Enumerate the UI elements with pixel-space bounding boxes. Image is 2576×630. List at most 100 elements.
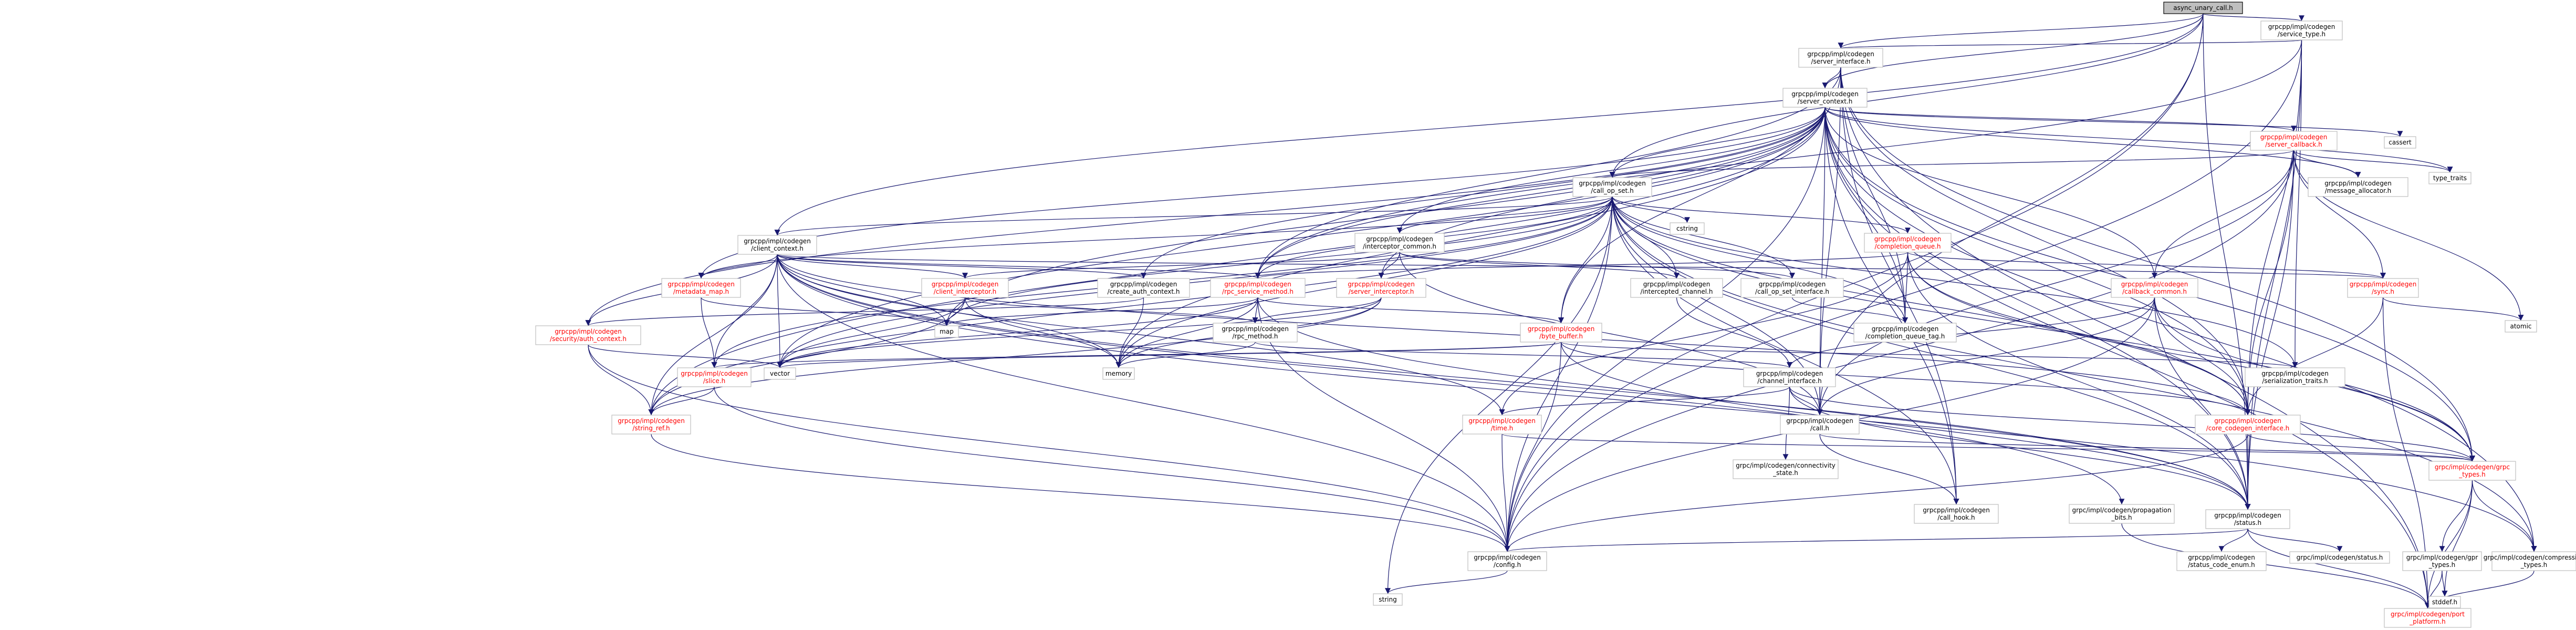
node-intercepted-channel[interactable]: grpcpp/impl/codegen/intercepted_channel.… — [1630, 278, 1723, 298]
node-label-line: grpcpp/impl/codegen — [668, 281, 735, 288]
node-cassert[interactable]: cassert — [2384, 136, 2416, 149]
node-rpc-service-method[interactable]: grpcpp/impl/codegen/rpc_service_method.h — [1210, 278, 1306, 298]
edge-call_op_set-to-serialization_traits — [1612, 196, 2298, 368]
node-stddef[interactable]: stddef.h — [2428, 596, 2461, 608]
node-label-line: grpcpp/impl/codegen — [618, 417, 685, 425]
node-security-auth-context[interactable]: grpcpp/impl/codegen/security/auth_contex… — [535, 325, 641, 345]
node-metadata-map[interactable]: grpcpp/impl/codegen/metadata_map.h — [661, 278, 741, 298]
node-rpc-method[interactable]: grpcpp/impl/codegen/rpc_method.h — [1213, 323, 1298, 343]
node-completion-queue[interactable]: grpcpp/impl/codegen/completion_queue.h — [1864, 233, 1952, 253]
node-label-line: /server_interface.h — [1811, 58, 1871, 65]
node-label-line: /service_type.h — [2278, 30, 2325, 38]
node-interceptor-common[interactable]: grpcpp/impl/codegen/interceptor_common.h — [1354, 233, 1445, 253]
node-label-line: /sync.h — [2372, 288, 2394, 295]
node-grpc-status[interactable]: grpc/impl/codegen/status.h — [2289, 551, 2390, 564]
node-status[interactable]: grpcpp/impl/codegen/status.h — [2205, 509, 2290, 529]
node-string[interactable]: string — [1373, 593, 1403, 606]
node-label-line: grpcpp/impl/codegen — [2268, 23, 2335, 30]
edge-rpc_method-to-channel_interface — [1255, 342, 1792, 368]
node-memory[interactable]: memory — [1102, 367, 1135, 380]
edge-server_context-to-callback_common — [1824, 107, 2157, 279]
node-compression-types[interactable]: grpc/impl/codegen/compression_types.h — [2484, 551, 2576, 571]
edge-server_context-to-call — [1817, 107, 1826, 416]
node-message-allocator[interactable]: grpcpp/impl/codegen/message_allocator.h — [2308, 177, 2408, 197]
edge-call_op_set-to-vector — [777, 196, 1613, 368]
node-call-op-set-interface[interactable]: grpcpp/impl/codegen/call_op_set_interfac… — [1740, 278, 1844, 298]
node-label-line: grpcpp/impl/codegen — [1786, 417, 1853, 425]
node-box — [1462, 415, 1542, 435]
edge-client_context-to-metadata_map — [698, 254, 778, 279]
node-label-line: /status_code_enum.h — [2188, 561, 2255, 569]
node-label-line: /server_callback.h — [2265, 141, 2322, 148]
edge-server_interface-to-byte_buffer — [1558, 67, 1841, 324]
node-box — [2176, 551, 2267, 571]
node-label-line: grpcpp/impl/codegen — [1807, 50, 1874, 58]
node-label-line: grpc/impl/codegen/port — [2391, 611, 2465, 618]
node-server-interface[interactable]: grpcpp/impl/codegen/server_interface.h — [1798, 48, 1883, 68]
node-time[interactable]: grpcpp/impl/codegen/time.h — [1462, 415, 1542, 435]
node-box — [2428, 461, 2516, 481]
edge-security_auth_context-to-vector — [588, 344, 783, 368]
node-label-line: /interceptor_common.h — [1363, 243, 1436, 250]
node-type-traits[interactable]: type_traits — [2428, 172, 2471, 184]
edge-client_context-to-time — [777, 254, 1505, 416]
node-completion-queue-tag[interactable]: grpcpp/impl/codegen/completion_queue_tag… — [1853, 323, 1957, 343]
node-grpc-types[interactable]: grpc/impl/codegen/grpc_types.h — [2428, 461, 2516, 481]
node-vector[interactable]: vector — [764, 367, 796, 380]
edge-sync-to-core_codegen_interface — [2245, 297, 2384, 416]
node-label-line: /string_ref.h — [632, 425, 670, 432]
edge-service_type-to-server_interface — [1838, 39, 2302, 49]
edge-client_context-to-rpc_service_method — [777, 254, 1260, 279]
node-server-callback[interactable]: grpcpp/impl/codegen/server_callback.h — [2250, 131, 2338, 151]
edge-call_op_set-to-string — [1385, 196, 1613, 594]
edge-server_callback-to-status — [2245, 150, 2295, 510]
node-label-line: /client_context.h — [751, 245, 804, 252]
edge-config-to-string — [1385, 570, 1508, 594]
node-client-context[interactable]: grpcpp/impl/codegen/client_context.h — [737, 235, 817, 255]
node-cstring[interactable]: cstring — [1670, 222, 1705, 235]
node-map[interactable]: map — [934, 325, 959, 338]
edge-status-to-grpc_status — [2247, 528, 2343, 552]
node-propagation-bits[interactable]: grpc/impl/codegen/propagation_bits.h — [2069, 504, 2175, 524]
node-channel-interface[interactable]: grpcpp/impl/codegen/channel_interface.h — [1743, 367, 1836, 387]
node-atomic[interactable]: atomic — [2505, 320, 2537, 333]
node-call-op-set[interactable]: grpcpp/impl/codegen/call_op_set.h — [1572, 177, 1652, 197]
node-client-interceptor[interactable]: grpcpp/impl/codegen/client_interceptor.h — [921, 278, 1009, 298]
node-slice[interactable]: grpcpp/impl/codegen/slice.h — [677, 367, 752, 387]
node-serialization-traits[interactable]: grpcpp/impl/codegen/serialization_traits… — [2245, 367, 2345, 387]
edge-root-to-call — [1817, 13, 2204, 416]
node-server-context[interactable]: grpcpp/impl/codegen/server_context.h — [1782, 88, 1868, 108]
node-label-line: _platform.h — [2409, 618, 2445, 625]
edge-client_context-to-propagation_bits — [777, 254, 2125, 505]
node-box — [1354, 233, 1445, 253]
node-box — [2195, 415, 2301, 435]
node-connectivity-state[interactable]: grpc/impl/codegen/connectivity_state.h — [1733, 459, 1839, 479]
node-box — [611, 415, 691, 435]
node-call[interactable]: grpcpp/impl/codegen/call.h — [1780, 415, 1860, 435]
node-sync[interactable]: grpcpp/impl/codegen/sync.h — [2347, 278, 2419, 298]
edge-server_context-to-create_auth_context — [1141, 107, 1826, 279]
node-create-auth-context[interactable]: grpcpp/impl/codegen/create_auth_context.… — [1097, 278, 1190, 298]
node-label-line: /slice.h — [703, 377, 725, 385]
node-label-line: cassert — [2389, 139, 2412, 146]
edge-call_op_set-to-client_context — [775, 196, 1613, 236]
node-string-ref[interactable]: grpcpp/impl/codegen/string_ref.h — [611, 415, 691, 435]
node-call-hook[interactable]: grpcpp/impl/codegen/call_hook.h — [1914, 504, 1999, 524]
node-port-platform[interactable]: grpc/impl/codegen/port_platform.h — [2384, 608, 2471, 628]
node-server-interceptor[interactable]: grpcpp/impl/codegen/server_interceptor.h — [1336, 278, 1426, 298]
edge-sync-to-port_platform — [2382, 297, 2431, 609]
edge-server_interface-to-port_platform — [1840, 67, 2431, 609]
node-label-line: grpcpp/impl/codegen — [1756, 370, 1823, 377]
node-callback-common[interactable]: grpcpp/impl/codegen/callback_common.h — [2111, 278, 2198, 298]
edge-completion_queue-to-time — [1499, 252, 1908, 416]
node-core-codegen-interface[interactable]: grpcpp/impl/codegen/core_codegen_interfa… — [2195, 415, 2301, 435]
node-box — [2069, 504, 2175, 524]
node-status-code-enum[interactable]: grpcpp/impl/codegen/status_code_enum.h — [2176, 551, 2267, 571]
node-config[interactable]: grpcpp/impl/codegen/config.h — [1467, 551, 1547, 571]
node-label-line: grpcpp/impl/codegen — [1923, 507, 1990, 514]
node-byte-buffer[interactable]: grpcpp/impl/codegen/byte_buffer.h — [1520, 323, 1602, 343]
node-service-type[interactable]: grpcpp/impl/codegen/service_type.h — [2260, 20, 2343, 40]
edge-server_context-to-call_hook — [1824, 107, 1959, 505]
node-box — [921, 278, 1009, 298]
node-gpr-types[interactable]: grpc/impl/codegen/gpr_types.h — [2402, 551, 2482, 571]
